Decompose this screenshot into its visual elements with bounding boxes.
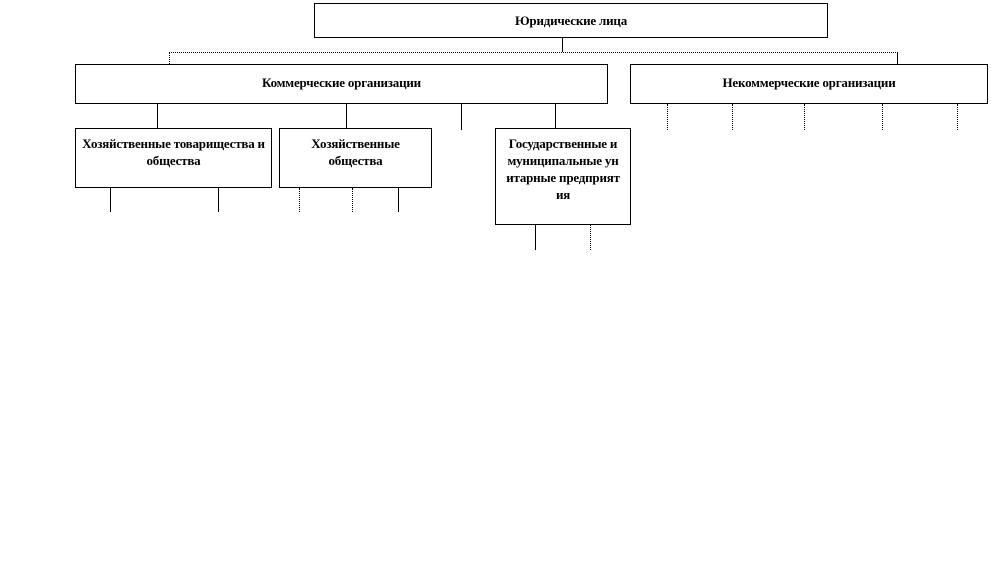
connector-to-commercial — [169, 52, 170, 64]
root-node-label: Юридические лица — [514, 13, 628, 28]
noncommercial-node-box: Некоммерческие организации — [630, 64, 988, 104]
partnerships-stub-1 — [110, 188, 111, 212]
partnerships-stub-2 — [218, 188, 219, 212]
noncommercial-stub-1 — [667, 104, 668, 130]
unitary-node-label: Государственные и муниципальные унитарны… — [506, 136, 620, 202]
connector-root-down — [562, 38, 563, 52]
unitary-stub-1 — [535, 225, 536, 250]
unitary-node-box: Государственные и муниципальные унитарны… — [495, 128, 631, 225]
noncommercial-stub-4 — [882, 104, 883, 130]
root-node-box: Юридические лица — [314, 3, 828, 38]
partnerships-node-box: Хозяйственные товарищества и общества — [75, 128, 272, 188]
connector-to-noncommercial — [897, 52, 898, 64]
societies-node-box: Хозяйственные общества — [279, 128, 432, 188]
societies-stub-2 — [352, 188, 353, 212]
commercial-node-label: Коммерческие организации — [262, 75, 421, 90]
societies-node-label: Хозяйственные общества — [311, 136, 400, 168]
connector-to-unitary — [555, 104, 556, 128]
noncommercial-stub-2 — [732, 104, 733, 130]
noncommercial-stub-5 — [957, 104, 958, 130]
societies-stub-3 — [398, 188, 399, 212]
connector-level1-bus — [169, 52, 898, 53]
connector-to-societies — [346, 104, 347, 128]
commercial-node-box: Коммерческие организации — [75, 64, 608, 104]
partnerships-node-label: Хозяйственные товарищества и общества — [82, 136, 265, 168]
noncommercial-node-label: Некоммерческие организации — [722, 75, 896, 90]
noncommercial-stub-3 — [804, 104, 805, 130]
commercial-stub-empty — [461, 104, 462, 130]
unitary-stub-2 — [590, 225, 591, 250]
societies-stub-1 — [299, 188, 300, 212]
connector-to-partnerships — [157, 104, 158, 128]
